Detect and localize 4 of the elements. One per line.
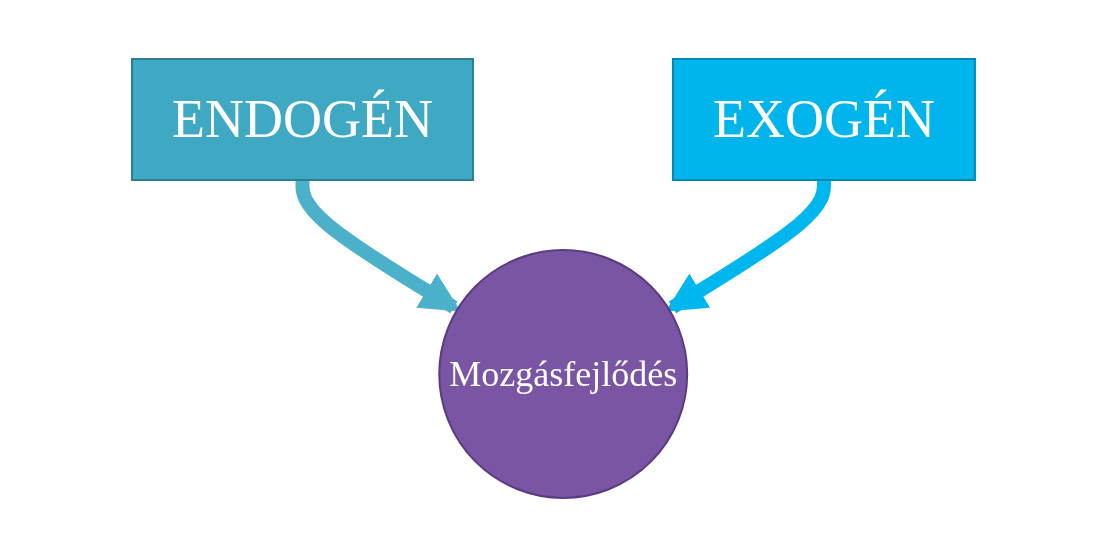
node-box: ENDOGÉN bbox=[130, 57, 474, 181]
node-box: EXOGÉN bbox=[671, 57, 976, 181]
arrow bbox=[295, 178, 461, 313]
node-circle: Mozgásfejlődés bbox=[437, 248, 688, 499]
